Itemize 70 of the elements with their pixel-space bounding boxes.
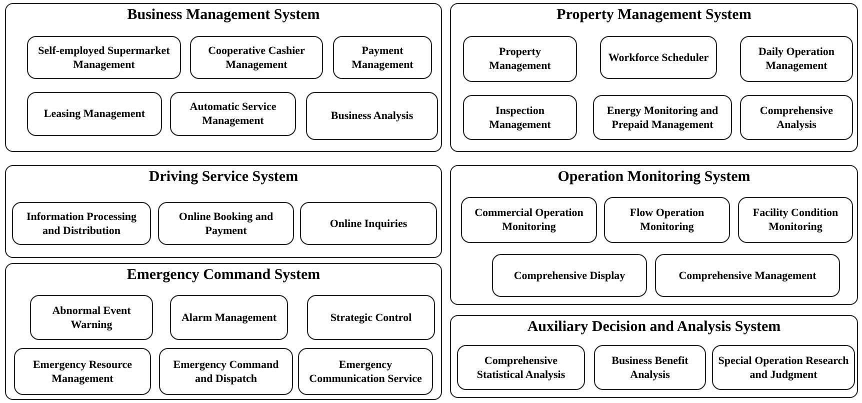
module-label: Emergency Communication Service: [308, 358, 423, 386]
module-label: Workforce Scheduler: [608, 50, 709, 64]
module-box: [593, 95, 732, 140]
module-label: Comprehensive Display: [514, 268, 626, 282]
module-box: [159, 348, 293, 395]
module-box: [306, 92, 438, 140]
module-box: [300, 202, 437, 245]
module-box: [740, 36, 853, 82]
module-box: [738, 197, 853, 243]
module-box: [463, 95, 577, 140]
module-box: [457, 345, 585, 390]
module-label: Cooperative Cashier Management: [207, 44, 306, 72]
system-panel: [5, 3, 442, 152]
module-label: Energy Monitoring and Prepaid Management: [606, 104, 720, 132]
module-label: Business Analysis: [330, 109, 414, 123]
panel-title: Auxiliary Decision and Analysis System: [526, 319, 782, 336]
module-label: Online Inquiries: [330, 216, 408, 230]
system-panel: [450, 165, 858, 305]
module-label: Information Processing and Distribution: [25, 210, 138, 238]
module-box: [463, 36, 577, 82]
module-box: [600, 36, 717, 79]
module-label: Emergency Command and Dispatch: [172, 358, 280, 386]
module-label: Automatic Service Management: [188, 100, 278, 128]
module-label: Comprehensive Analysis: [758, 104, 834, 132]
module-box: [594, 345, 706, 390]
module-label: Emergency Resource Management: [32, 358, 134, 386]
module-label: Comprehensive Statistical Analysis: [476, 354, 566, 382]
module-label: Abnormal Event Warning: [51, 304, 132, 332]
panel-title: Property Management System: [556, 7, 752, 24]
panel-title: Operation Monitoring System: [556, 169, 752, 186]
module-label: Property Management: [488, 45, 552, 73]
panel-title: Emergency Command System: [126, 267, 322, 284]
module-box: [27, 36, 181, 79]
panel-title: Business Management System: [126, 7, 321, 24]
module-box: [14, 348, 151, 395]
module-label: Flow Operation Monitoring: [628, 206, 706, 234]
module-label: Special Operation Research and Judgment: [717, 354, 850, 382]
module-box: [12, 202, 151, 245]
module-box: [170, 295, 288, 340]
module-label: Commercial Operation Monitoring: [474, 206, 584, 234]
system-panel: [5, 165, 442, 258]
module-box: [712, 345, 855, 390]
module-label: Alarm Management: [181, 310, 276, 324]
module-box: [170, 92, 296, 136]
module-box: [190, 36, 323, 79]
module-label: Strategic Control: [330, 310, 412, 324]
module-box: [740, 95, 853, 140]
module-box: [30, 295, 153, 340]
module-box: [492, 254, 647, 297]
module-box: [604, 197, 730, 243]
module-box: [655, 254, 840, 297]
system-panel: [450, 315, 858, 398]
system-panel: [450, 3, 858, 152]
module-box: [333, 36, 432, 79]
module-label: Comprehensive Management: [678, 268, 816, 282]
module-label: Online Booking and Payment: [178, 210, 274, 238]
module-box: [27, 92, 162, 136]
module-label: Daily Operation Management: [757, 45, 836, 73]
module-box: [461, 197, 597, 243]
panel-title: Driving Service System: [148, 169, 300, 186]
module-box: [158, 202, 294, 245]
module-label: Leasing Management: [44, 107, 146, 121]
module-label: Self-employed Supermarket Management: [37, 44, 171, 72]
module-label: Payment Management: [350, 44, 414, 72]
module-label: Business Benefit Analysis: [610, 354, 690, 382]
module-box: [298, 348, 433, 395]
module-label: Inspection Management: [488, 104, 552, 132]
module-box: [307, 295, 435, 340]
system-panel: [5, 263, 442, 400]
module-label: Facility Condition Monitoring: [752, 206, 840, 234]
